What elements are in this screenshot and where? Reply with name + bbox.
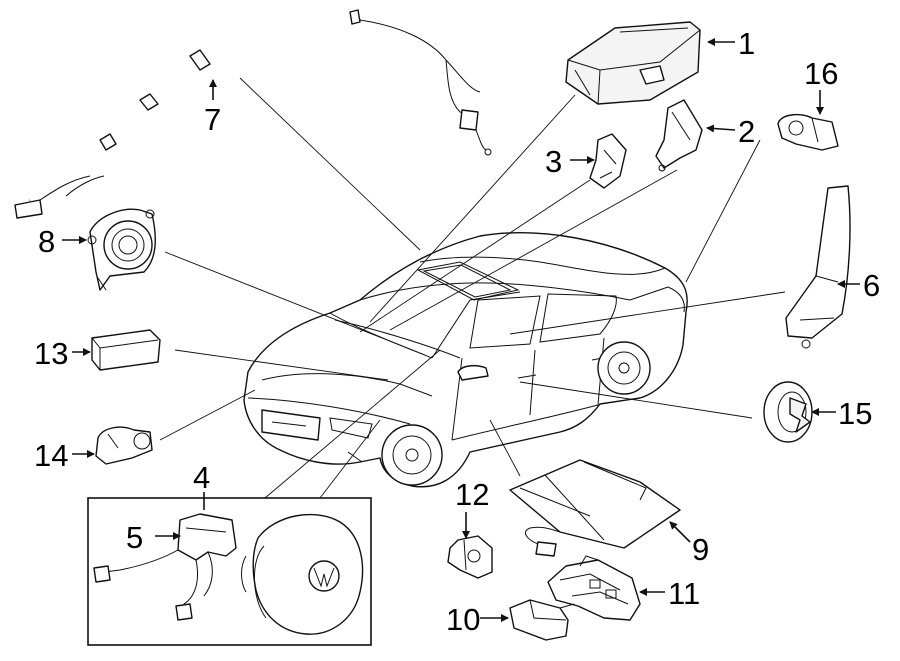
side-airbag-part-6: [785, 185, 851, 349]
callout-15: 15: [838, 396, 872, 431]
callout-2: 2: [738, 114, 755, 149]
callout-7: 7: [204, 102, 221, 137]
vehicle-sedan: [243, 232, 688, 488]
leader-lines: [159, 77, 786, 499]
knee-airbag-part-15: [763, 381, 813, 443]
callout-16: 16: [804, 56, 838, 91]
sensor-part-12: [447, 535, 493, 579]
wiring-harness-part-5: [93, 513, 237, 621]
control-unit-part-11: [547, 555, 641, 621]
front-sensor-part-2: [655, 99, 703, 172]
callout-8: 8: [38, 224, 55, 259]
callout-arrows: [62, 38, 860, 622]
callout-numbers: 1 2 3 4 5 6 7 8 9 10 11 12 13 14 15 16: [34, 26, 880, 637]
callout-9: 9: [692, 532, 709, 567]
callout-6: 6: [863, 268, 880, 303]
clockspring-part-8: [87, 208, 156, 291]
passenger-airbag-part-1: [565, 21, 701, 105]
curtain-airbag-part-7: [14, 9, 492, 219]
impact-sensor-part-14: [95, 426, 153, 465]
steering-wheel-airbag-detail-box: [87, 497, 372, 646]
callout-10: 10: [446, 602, 480, 637]
sensor-part-3: [589, 133, 627, 189]
callout-11: 11: [668, 576, 700, 611]
callout-5: 5: [126, 520, 143, 555]
occupant-sensor-part-16: [777, 113, 839, 151]
steering-wheel-airbag-part-4: [241, 513, 364, 635]
control-module-part-13: [91, 329, 161, 371]
callout-1: 1: [738, 26, 755, 61]
callout-4: 4: [193, 460, 210, 495]
sensor-part-10: [509, 599, 575, 641]
callout-12: 12: [455, 477, 489, 512]
seat-mat-part-9: [509, 459, 681, 557]
callout-13: 13: [34, 336, 68, 371]
callout-3: 3: [545, 144, 562, 179]
callout-14: 14: [34, 438, 68, 473]
